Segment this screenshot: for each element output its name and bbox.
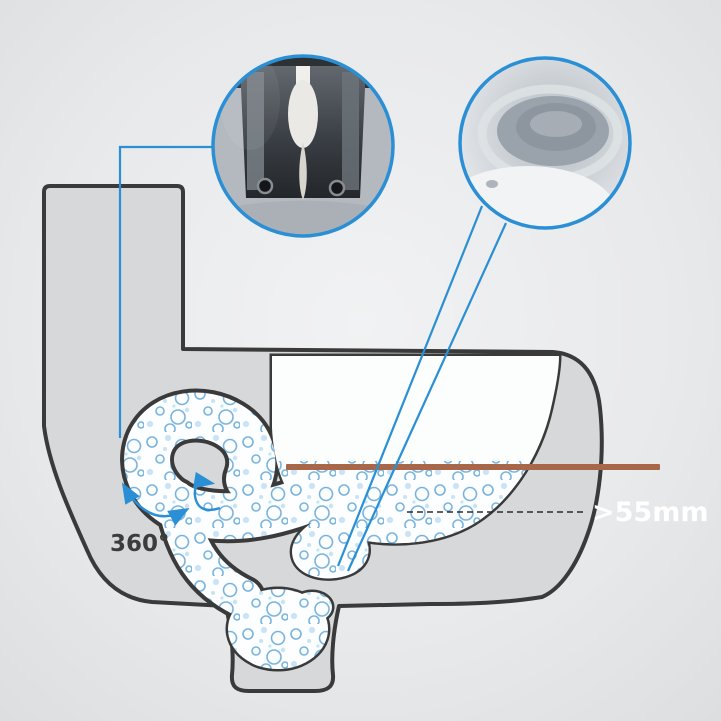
jet-hole-right [328, 179, 346, 197]
trapway-water-channel [124, 392, 355, 669]
toilet-body [42, 184, 604, 693]
leader-lines [118, 145, 508, 572]
rotation-angle-label: 360° [110, 531, 170, 557]
inset-rim-flush-valve [211, 54, 395, 238]
jet-hole-left [256, 177, 274, 195]
rotation-arc-arrow-icon [121, 482, 190, 526]
trap-width-label: >55mm [592, 497, 708, 528]
water-level-line [286, 464, 660, 470]
leader-line-rim-detail [118, 145, 213, 438]
inset-circle-border-right [458, 56, 632, 230]
cavity-wall-right [342, 72, 359, 190]
valve-drip [299, 142, 307, 200]
photo-gloss [220, 56, 280, 150]
bowl-small-hole [486, 180, 498, 188]
flush-valve [288, 80, 318, 148]
leader-line-bowl-detail-1 [336, 205, 484, 567]
cavity-wall-left [247, 72, 264, 190]
bowl-front-lip [460, 166, 616, 228]
leader-line-bowl-detail-2 [346, 222, 508, 572]
bowl-water-glint [530, 111, 582, 137]
inset-bowl-interior [458, 56, 632, 230]
swirl-arrow-icon [193, 471, 221, 512]
